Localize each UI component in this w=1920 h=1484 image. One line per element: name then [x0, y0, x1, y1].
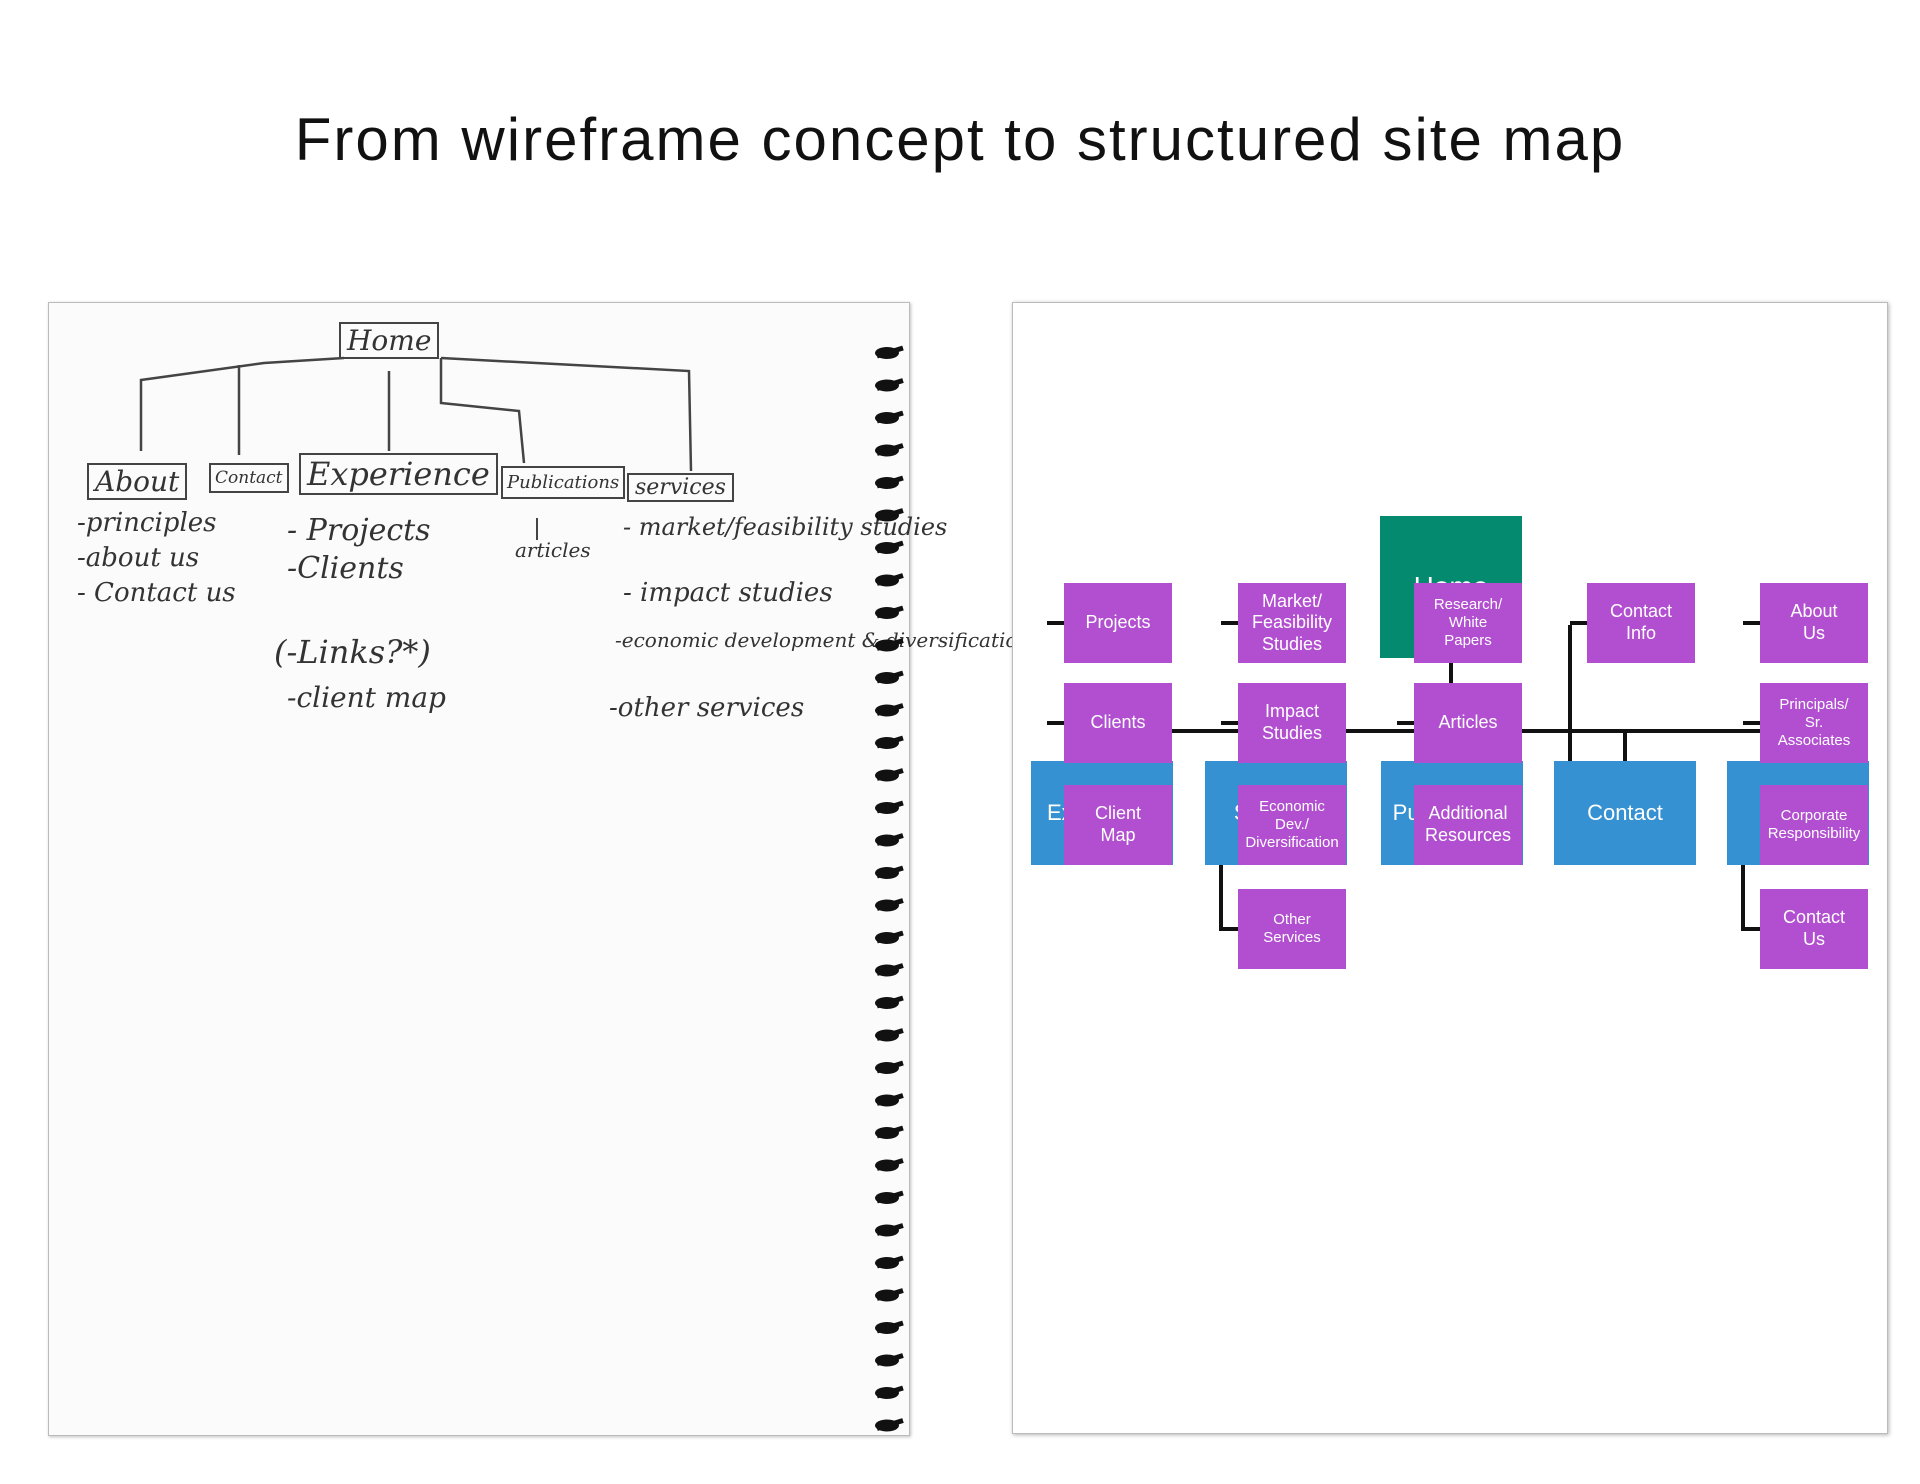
spiral-wire — [876, 1255, 904, 1269]
sitemap-leaf-node: Principals/ Sr. Associates — [1760, 683, 1868, 763]
sketch-lines — [139, 356, 693, 540]
spiral-wire — [876, 1385, 904, 1399]
sketch-experience-item: - Projects — [287, 513, 431, 548]
sitemap-leaf-node: Additional Resources — [1414, 785, 1522, 865]
spiral-wire — [876, 1158, 904, 1171]
sketch-home: Home — [339, 322, 440, 359]
sitemap-leaf-node: Market/ Feasibility Studies — [1238, 583, 1346, 663]
sketch-services-item: -economic development & diversification — [615, 628, 1031, 652]
sketch-services-item: - impact studies — [623, 578, 833, 608]
sitemap-leaf-node: Client Map — [1064, 785, 1172, 865]
spiral-wire — [876, 1353, 904, 1366]
spiral-wire — [876, 1028, 904, 1041]
sketch-about-item: -about us — [77, 543, 200, 573]
sitemap-leaf-node: Impact Studies — [1238, 683, 1346, 763]
sketch-about-item: -principles — [77, 508, 217, 538]
sitemap-category-contact: Contact — [1554, 761, 1696, 865]
spiral-wire — [876, 995, 904, 1009]
spiral-wire — [876, 1125, 904, 1139]
spiral-wire — [876, 1223, 904, 1236]
spiral-wire — [876, 1320, 904, 1334]
spiral-wire — [876, 1060, 904, 1074]
sitemap-leaf-node: Other Services — [1238, 889, 1346, 969]
sketch-publications: Publications — [501, 466, 626, 499]
spiral-wire — [876, 475, 904, 489]
spiral-wire — [876, 540, 904, 554]
sitemap-leaf-node: Corporate Responsibility — [1760, 785, 1868, 865]
sitemap-leaf-node: Articles — [1414, 683, 1522, 763]
sketch-experience: Experience — [299, 453, 498, 495]
spiral-wire — [876, 1093, 904, 1106]
sitemap-leaf-node: Contact Info — [1587, 583, 1695, 663]
spiral-wire — [876, 703, 904, 716]
sketch-experience-note: (-Links?*) — [274, 633, 431, 671]
sketch-experience-item: -Clients — [287, 551, 404, 586]
spiral-wire — [876, 508, 904, 521]
page-title: From wireframe concept to structured sit… — [294, 106, 1626, 173]
sitemap-leaf-node: Contact Us — [1760, 889, 1868, 969]
spiral-wire — [876, 865, 904, 879]
sketch-about-item: - Contact us — [77, 578, 236, 608]
sketch-services: services — [627, 473, 734, 502]
spiral-binding — [873, 333, 905, 1433]
sitemap-leaf-node: Research/ White Papers — [1414, 583, 1522, 663]
spiral-wire — [876, 573, 904, 586]
spiral-wire — [876, 1418, 904, 1431]
sitemap-leaf-node: Clients — [1064, 683, 1172, 763]
sketch-publications-item: articles — [515, 538, 591, 562]
spiral-wire — [876, 800, 904, 814]
site-map-connectors — [1045, 621, 1800, 931]
sketch-experience-note: -client map — [287, 681, 446, 714]
spiral-wire — [876, 930, 904, 944]
wireframe-sketch: Home About Contact Experience Publicatio… — [48, 302, 1030, 1436]
spiral-wire — [876, 1190, 904, 1204]
spiral-wire — [876, 345, 904, 359]
spiral-wire — [876, 833, 904, 846]
sketch-services-item: -other services — [609, 693, 805, 723]
spiral-wire — [876, 638, 904, 651]
spiral-wire — [876, 1288, 904, 1301]
site-map-diagram: Home ExperienceProjectsClientsClient Map… — [1012, 302, 1888, 1434]
spiral-wire — [876, 378, 904, 391]
spiral-wire — [876, 605, 904, 619]
sitemap-leaf-node: Economic Dev./ Diversification — [1238, 785, 1346, 865]
spiral-wire — [876, 670, 904, 684]
sitemap-leaf-node: Projects — [1064, 583, 1172, 663]
spiral-wire — [876, 963, 904, 976]
sketch-contact: Contact — [209, 463, 289, 493]
spiral-wire — [876, 443, 904, 456]
spiral-wire — [876, 768, 904, 781]
spiral-wire — [876, 735, 904, 749]
spiral-wire — [876, 410, 904, 424]
sketch-about: About — [87, 463, 188, 500]
spiral-wire — [876, 898, 904, 911]
sitemap-leaf-node: About Us — [1760, 583, 1868, 663]
